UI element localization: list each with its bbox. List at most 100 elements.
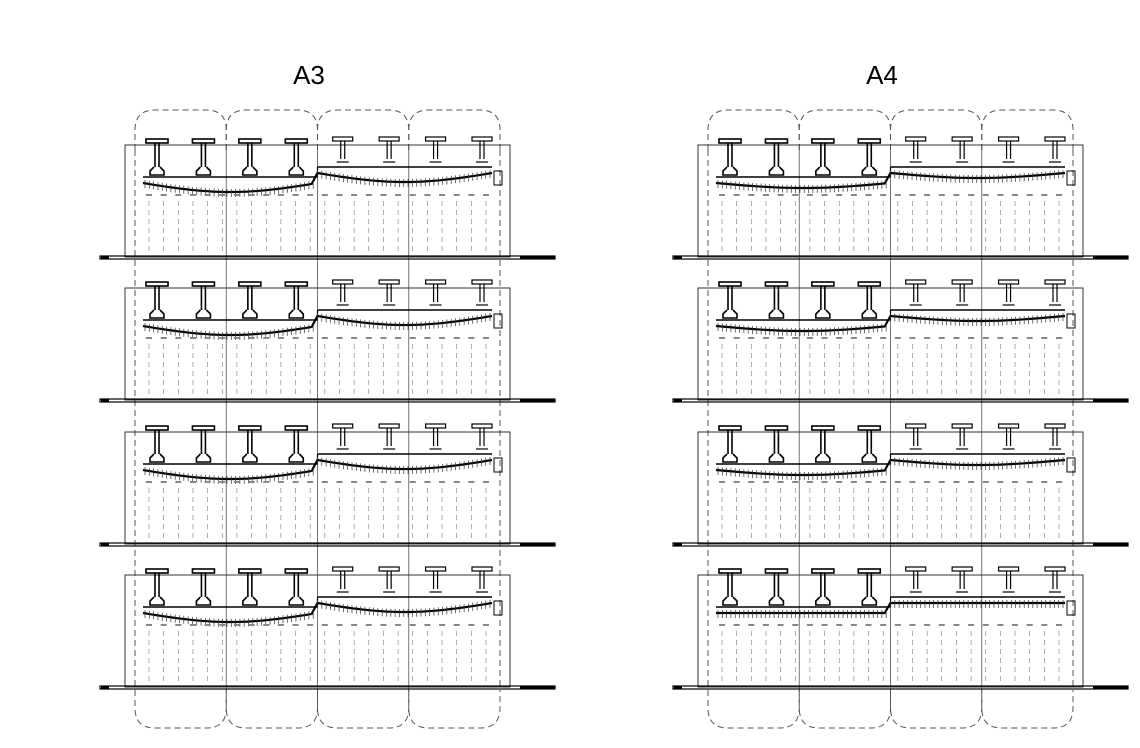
girder-section	[811, 138, 835, 176]
girder-section	[764, 138, 789, 176]
end-support	[1066, 600, 1076, 616]
panel-title-a4: A4	[866, 60, 898, 90]
station-marker	[453, 624, 460, 626]
station-marker	[968, 481, 975, 483]
ground-hatch	[101, 543, 109, 546]
elevation-row	[99, 279, 556, 403]
station-marker	[806, 481, 813, 483]
dashed-outline-top	[134, 109, 227, 150]
girder-section	[471, 136, 493, 163]
elevation-row	[672, 423, 1129, 547]
dashed-outline-top	[707, 109, 800, 150]
station-marker	[160, 337, 167, 339]
station-marker	[277, 194, 284, 196]
station-marker	[395, 481, 402, 483]
station-marker	[189, 481, 196, 483]
station-marker	[1056, 194, 1062, 196]
station-marker	[233, 337, 240, 339]
station-marker	[409, 624, 416, 626]
station-marker	[204, 337, 211, 339]
station-marker	[395, 194, 402, 196]
station-marker	[380, 624, 387, 626]
station-marker	[806, 624, 813, 626]
station-marker	[189, 624, 196, 626]
elevation-frame	[697, 574, 1084, 688]
station-marker	[733, 337, 740, 339]
girder-section	[764, 281, 789, 319]
station-marker	[204, 481, 211, 483]
station-marker	[880, 194, 887, 196]
dashed-outline-bottom	[798, 690, 891, 729]
station-marker	[365, 194, 372, 196]
station-marker	[439, 194, 446, 196]
station-marker	[380, 194, 387, 196]
girder-section	[424, 136, 447, 163]
girder-section	[145, 568, 169, 606]
station-marker	[924, 194, 931, 196]
station-marker	[762, 194, 769, 196]
station-marker	[395, 337, 402, 339]
station-marker	[894, 624, 901, 626]
station-marker	[351, 481, 358, 483]
girder-section	[284, 425, 309, 463]
dashed-outline-top	[408, 109, 501, 150]
elevation-row	[672, 136, 1129, 260]
station-marker	[321, 194, 328, 196]
station-marker	[880, 337, 887, 339]
station-marker	[483, 481, 489, 483]
station-marker	[160, 194, 167, 196]
station-marker	[307, 624, 314, 626]
station-marker	[953, 481, 960, 483]
ground-hatch	[101, 399, 109, 402]
station-marker	[894, 194, 901, 196]
ground-hatch	[1093, 256, 1128, 259]
station-marker	[248, 194, 255, 196]
station-marker	[292, 337, 299, 339]
girder-section	[951, 566, 973, 593]
station-marker	[836, 337, 843, 339]
girder-section	[332, 136, 354, 163]
station-marker	[160, 624, 167, 626]
station-marker	[909, 194, 916, 196]
station-marker	[777, 194, 784, 196]
station-marker	[189, 194, 196, 196]
station-marker	[1041, 481, 1048, 483]
station-marker	[836, 481, 843, 483]
station-marker	[277, 337, 284, 339]
station-marker	[439, 337, 446, 339]
elevation-frame	[124, 287, 511, 401]
station-marker	[1012, 481, 1019, 483]
girder-section	[145, 281, 169, 319]
station-marker	[792, 194, 799, 196]
station-marker	[424, 481, 431, 483]
girder-section	[997, 566, 1020, 593]
station-marker	[865, 481, 872, 483]
station-marker	[836, 624, 843, 626]
station-marker	[894, 337, 901, 339]
station-marker	[777, 481, 784, 483]
station-marker	[307, 481, 314, 483]
station-marker	[468, 481, 475, 483]
station-marker	[248, 337, 255, 339]
girder-section	[905, 279, 927, 306]
station-marker	[821, 337, 828, 339]
dashed-outline-bottom	[408, 690, 501, 729]
dashed-outline-bottom	[890, 690, 983, 729]
station-marker	[719, 624, 725, 626]
ground-hatch	[101, 686, 109, 689]
station-marker	[1056, 624, 1062, 626]
station-marker	[762, 624, 769, 626]
girder-section	[284, 138, 309, 176]
dashed-outline-bottom	[981, 690, 1074, 729]
station-marker	[336, 194, 343, 196]
girder-section	[145, 138, 169, 176]
station-marker	[938, 624, 945, 626]
girder-section	[905, 423, 927, 450]
dashed-outline-top	[981, 109, 1074, 150]
station-marker	[351, 337, 358, 339]
station-marker	[865, 624, 872, 626]
girder-section	[191, 138, 216, 176]
station-marker	[395, 624, 402, 626]
station-marker	[748, 624, 755, 626]
girder-section	[332, 423, 354, 450]
